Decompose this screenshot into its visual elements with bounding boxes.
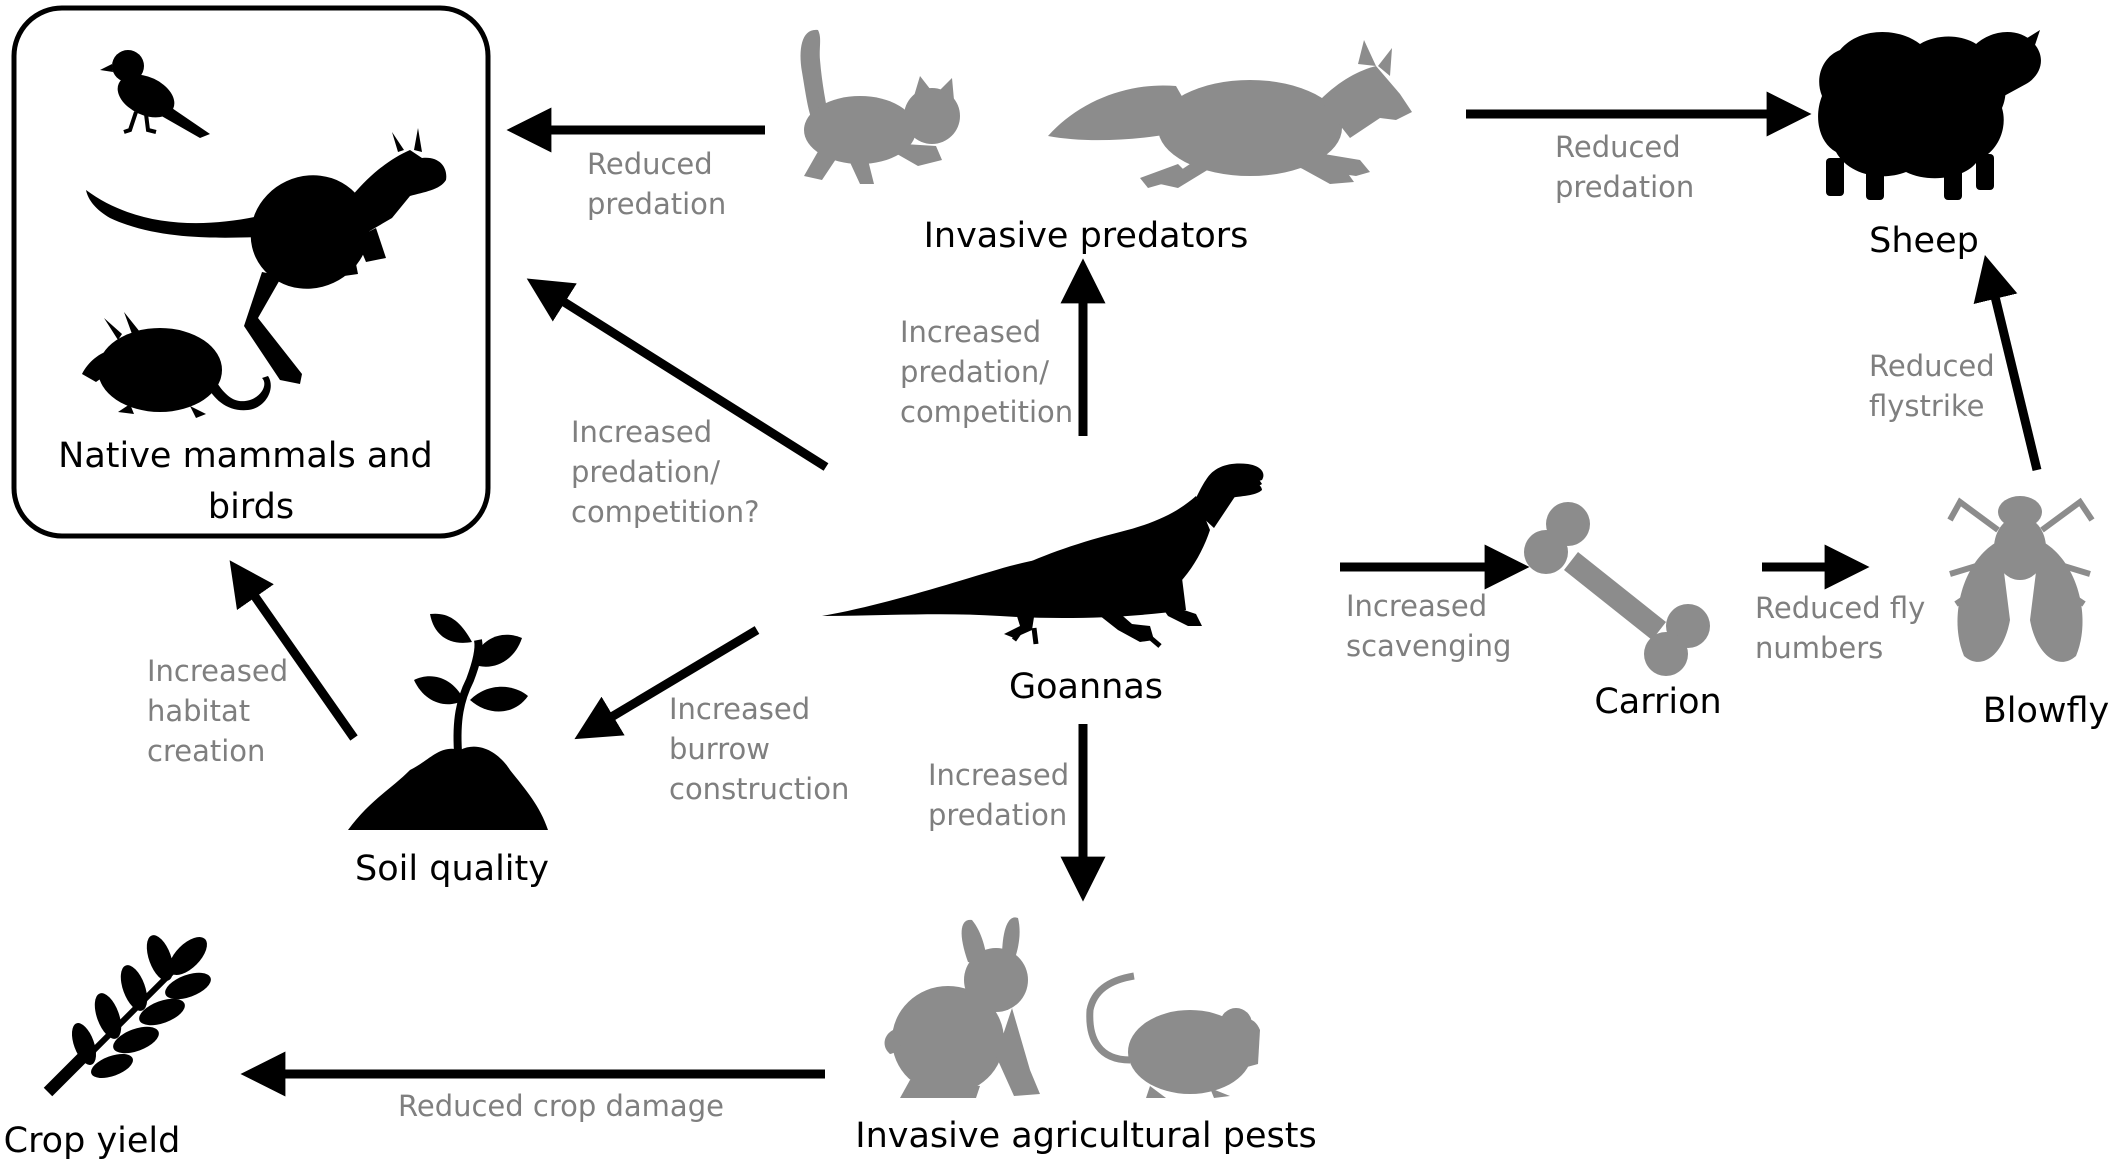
- carrion-node: Carrion: [1524, 502, 1722, 722]
- arrow-soil-to-native: [229, 560, 358, 741]
- mouse-icon: [1086, 972, 1260, 1098]
- edge-labels: Reduced predation Reduced predation Incr…: [147, 130, 2004, 1123]
- crop-yield-node: Crop yield: [4, 935, 211, 1161]
- arrow-goannas-to-soil: [574, 626, 760, 740]
- fox-icon: [1048, 40, 1412, 188]
- sheep-icon: [1818, 30, 2041, 200]
- cat-icon: [800, 29, 960, 184]
- goanna-icon: [822, 463, 1264, 648]
- carrion-node-label: Carrion: [1594, 682, 1721, 722]
- soil-quality-node: Soil quality: [348, 613, 549, 889]
- fly-icon: [1947, 496, 2095, 662]
- native-node-label: Native mammals and birds: [58, 436, 444, 527]
- sheep-node: Sheep: [1818, 30, 2041, 261]
- native-species-box: [11, 5, 491, 539]
- predators-node-label: Invasive predators: [924, 216, 1249, 256]
- soil-node-label: Soil quality: [355, 849, 549, 889]
- label-goannas-to-soil: Increased burrow construction: [669, 692, 849, 806]
- plant-soil-icon: [348, 613, 548, 830]
- bilby-icon: [82, 312, 271, 418]
- blowfly-node: Blowfly: [1947, 496, 2110, 731]
- label-goannas-to-predators: Increased predation/ competition: [900, 315, 1073, 429]
- kangaroo-icon: [86, 128, 447, 384]
- label-carrion-to-blowfly: Reduced fly numbers: [1755, 591, 1935, 665]
- label-blowfly-to-sheep: Reduced flystrike: [1869, 349, 2004, 423]
- label-pests-to-crop: Reduced crop damage: [398, 1089, 724, 1123]
- bird-icon: [100, 50, 210, 138]
- label-goannas-to-native: Increased predation/ competition?: [571, 415, 760, 529]
- arrow-blowfly-to-sheep: [1973, 255, 2042, 472]
- sheep-node-label: Sheep: [1869, 221, 1979, 261]
- pests-node-label: Invasive agricultural pests: [855, 1116, 1316, 1156]
- invasive-predators-node: Invasive predators: [800, 29, 1412, 256]
- arrow-goannas-to-native: [526, 278, 829, 471]
- native-mammals-birds-node: Native mammals and birds: [11, 5, 491, 539]
- edge-arrows: [229, 91, 2042, 1097]
- goannas-node: Goannas: [822, 463, 1264, 707]
- bone-icon: [1524, 502, 1710, 676]
- goannas-node-label: Goannas: [1009, 667, 1163, 707]
- label-predators-to-sheep: Reduced predation: [1555, 130, 1694, 204]
- label-goannas-to-carrion: Increased scavenging: [1346, 589, 1511, 663]
- invasive-pests-node: Invasive agricultural pests: [855, 917, 1317, 1156]
- rabbit-icon: [884, 917, 1040, 1098]
- label-soil-to-native: Increased habitat creation: [147, 654, 297, 768]
- crop-node-label: Crop yield: [4, 1121, 181, 1161]
- label-predators-to-native: Reduced predation: [587, 147, 726, 221]
- label-goannas-to-pests: Increased predation: [928, 758, 1078, 832]
- blowfly-node-label: Blowfly: [1983, 691, 2110, 731]
- wheat-icon: [43, 935, 211, 1097]
